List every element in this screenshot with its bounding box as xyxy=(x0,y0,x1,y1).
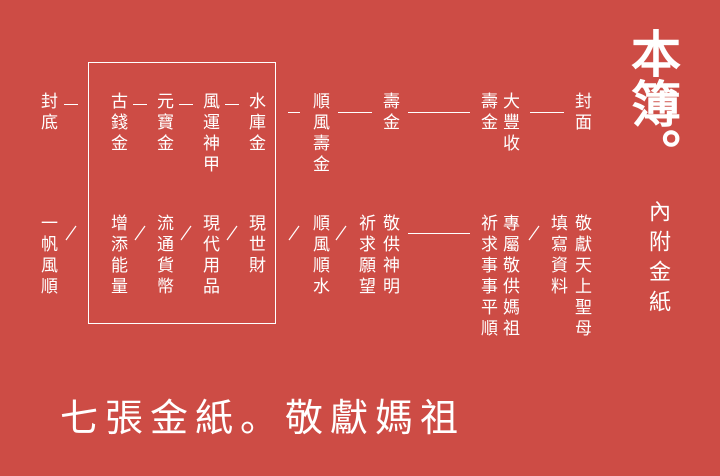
top-col-shunfeng: 順風壽金 xyxy=(309,92,329,176)
page-subtitle: 內附金紙 xyxy=(645,200,670,320)
top-col-shoujin-b: 壽金 xyxy=(379,92,399,134)
top-col-yuanbao: 元寶金 xyxy=(153,92,173,155)
top-col-cover: 封面 xyxy=(571,92,591,134)
connector-line xyxy=(64,104,78,105)
top-col-fengyun: 風運神甲 xyxy=(199,92,219,176)
connector-line xyxy=(408,233,470,234)
connector-line xyxy=(408,112,470,113)
connector-line xyxy=(179,104,193,105)
bottom-col-fair-wind: 一帆風順 xyxy=(37,214,57,298)
footer-headline: 七張金紙。敬獻媽祖 xyxy=(60,396,466,440)
bottom-col-exclusive: 專屬敬供媽祖 xyxy=(499,214,519,340)
group-frame xyxy=(88,62,276,324)
top-col-shuiku: 水庫金 xyxy=(245,92,265,155)
bottom-col-fill-info: 填寫資料 xyxy=(547,214,567,298)
bottom-col-smooth-sailing: 順風順水 xyxy=(309,214,329,298)
connector-line xyxy=(133,104,147,105)
page-title: 本簿。 xyxy=(623,28,681,178)
bottom-col-offer-mazu: 敬獻天上聖母 xyxy=(571,214,591,340)
connector-line xyxy=(530,112,564,113)
bottom-col-present-wealth: 現世財 xyxy=(245,214,265,277)
top-col-back-cover: 封底 xyxy=(37,92,57,134)
connector-line xyxy=(338,112,372,113)
connector-line xyxy=(225,104,239,105)
bottom-col-energy: 增添能量 xyxy=(107,214,127,298)
bottom-col-modern-goods: 現代用品 xyxy=(199,214,219,298)
bottom-col-offer-gods: 敬供神明 xyxy=(379,214,399,298)
connector-line xyxy=(288,112,300,113)
bottom-col-currency: 流通貨幣 xyxy=(153,214,173,298)
bottom-col-wishes: 祈求願望 xyxy=(355,214,375,298)
top-col-shoujin-a: 壽金 xyxy=(477,92,497,134)
top-col-harvest: 大豐收 xyxy=(499,92,519,155)
bottom-col-smooth: 祈求事事平順 xyxy=(477,214,497,340)
top-col-guqian: 古錢金 xyxy=(107,92,127,155)
